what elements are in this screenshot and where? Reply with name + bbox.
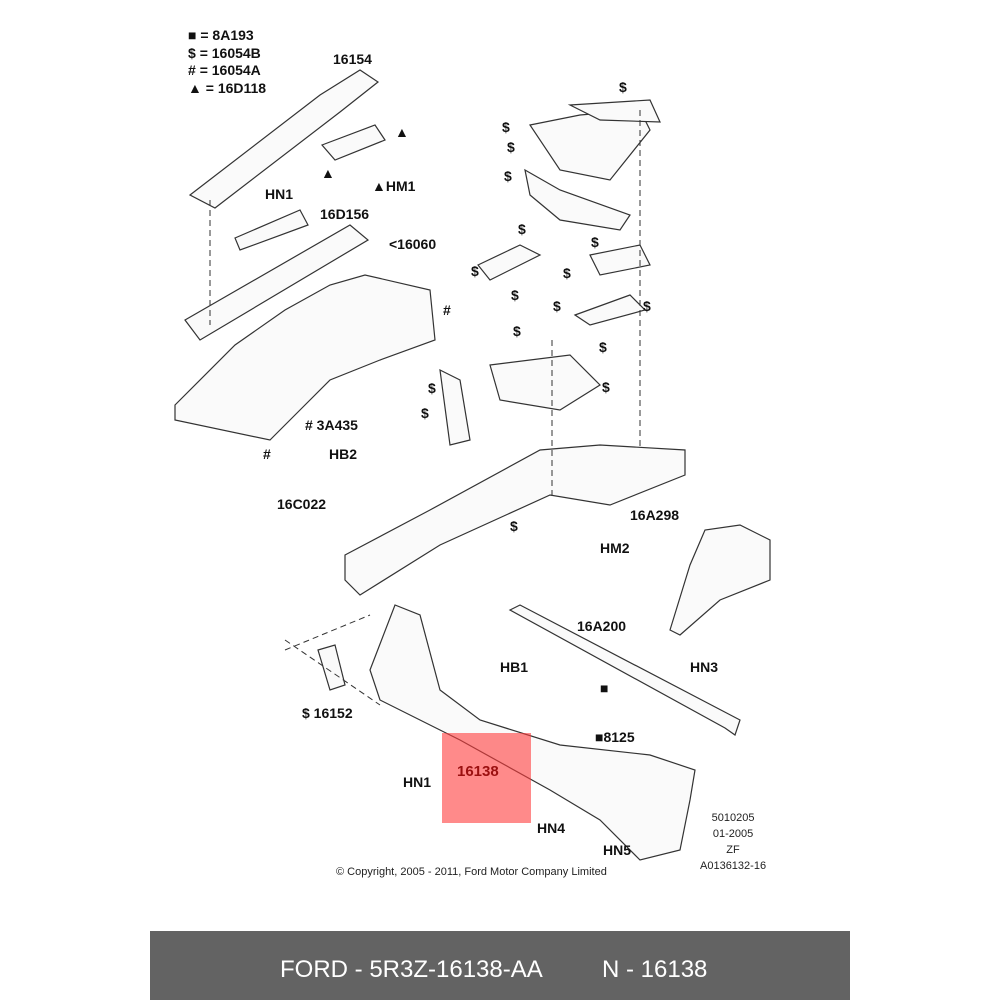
strut-bar-16a200	[508, 604, 741, 736]
callout-dollar: $	[643, 298, 651, 314]
callout-3a435[interactable]: # 3A435	[305, 417, 358, 433]
callout-16a200[interactable]: 16A200	[577, 618, 627, 634]
highlight-box	[442, 733, 531, 823]
callout-hn4[interactable]: HN4	[537, 820, 566, 836]
legend: ■ = 8A193 $ = 16054B # = 16054A ▲ = 16D1…	[188, 27, 266, 97]
legend-symbol: ■	[188, 27, 197, 43]
upper-rail-16154	[188, 69, 380, 209]
callout-dollar: $	[563, 265, 571, 281]
callout-hn3[interactable]: HN3	[690, 659, 719, 675]
code-line: 01-2005	[712, 828, 754, 840]
callout-dollar: $	[507, 139, 515, 155]
front-rail-16138	[369, 604, 696, 861]
callout-dollar: $	[421, 405, 429, 421]
callout-dollar: $	[591, 234, 599, 250]
callout-dollar: $	[599, 339, 607, 355]
apron-parts-16054b	[439, 99, 661, 446]
callout-hb1[interactable]: HB1	[500, 659, 529, 675]
legend-part: = 16054A	[199, 62, 261, 78]
callout-dollar: $	[518, 221, 526, 237]
callout-hash: #	[443, 302, 451, 318]
callout-dollar: $	[510, 518, 518, 534]
callout-triangle: ▲	[395, 124, 409, 140]
callout-16a298[interactable]: 16A298	[630, 507, 680, 523]
callout-16152[interactable]: $ 16152	[302, 705, 353, 721]
legend-part: = 8A193	[200, 27, 254, 43]
callout-dollar: $	[513, 323, 521, 339]
legend-row: $ = 16054B	[188, 45, 266, 63]
callout-hash: #	[263, 446, 271, 462]
shock-tower	[669, 524, 771, 636]
legend-part: = 16D118	[205, 79, 267, 96]
diagram-codes: 5010205 01-2005 ZF A0136132-16	[700, 810, 766, 874]
legend-symbol: ▲	[188, 79, 202, 96]
legend-row: # = 16054A	[188, 62, 266, 80]
bracket-16d118	[320, 124, 386, 161]
callout-hn1[interactable]: HN1	[265, 186, 294, 202]
code-line: ZF	[726, 844, 740, 856]
legend-row: ■ = 8A193	[188, 27, 266, 45]
callout-16c022[interactable]: 16C022	[277, 496, 327, 512]
callout-dollar: $	[471, 263, 479, 279]
legend-symbol: #	[188, 62, 196, 78]
callout-hm2[interactable]: HM2	[600, 540, 630, 556]
code-line: A0136132-16	[700, 860, 767, 872]
callout-dollar: $	[602, 379, 610, 395]
callout-8125[interactable]: ■8125	[595, 729, 635, 745]
callout-16060[interactable]: <16060	[389, 236, 437, 252]
callout-dollar: $	[504, 168, 512, 184]
callout-16138-highlighted[interactable]: 16138	[457, 763, 499, 780]
callout-16d156[interactable]: 16D156	[320, 206, 370, 222]
legend-part: = 16054B	[199, 44, 261, 61]
callout-square: ■	[600, 680, 609, 696]
wheelhouse-3a435	[174, 274, 436, 441]
callout-hm1[interactable]: ▲HM1	[372, 178, 416, 194]
callout-dollar: $	[619, 79, 627, 95]
callout-hn1-bottom[interactable]: HN1	[403, 774, 432, 790]
callout-dollar: $	[502, 119, 510, 135]
part-number: FORD - 5R3Z-16138-AA	[280, 956, 543, 983]
exploded-parts-diagram	[174, 69, 771, 861]
callout-hb2[interactable]: HB2	[329, 446, 358, 462]
callout-hn5[interactable]: HN5	[603, 842, 632, 858]
side-member-16c022	[344, 444, 686, 596]
callout-dollar: $	[511, 287, 519, 303]
bracket-16152	[317, 644, 346, 691]
rail-16060	[184, 224, 370, 341]
footer-bar: FORD - 5R3Z-16138-AA N - 16138	[150, 931, 850, 1000]
dash-leader-lines	[209, 110, 641, 706]
legend-row: ▲ = 16D118	[188, 80, 266, 98]
callout-dollar: $	[553, 298, 561, 314]
callout-16154[interactable]: 16154	[333, 51, 372, 67]
callout-dollar: $	[428, 380, 436, 396]
copyright-text: © Copyright, 2005 - 2011, Ford Motor Com…	[336, 866, 607, 878]
reference-number: N - 16138	[602, 956, 708, 983]
reinforcement-16d156	[234, 209, 309, 251]
code-line: 5010205	[711, 812, 755, 824]
callout-triangle: ▲	[321, 165, 335, 181]
legend-symbol: $	[188, 44, 196, 61]
